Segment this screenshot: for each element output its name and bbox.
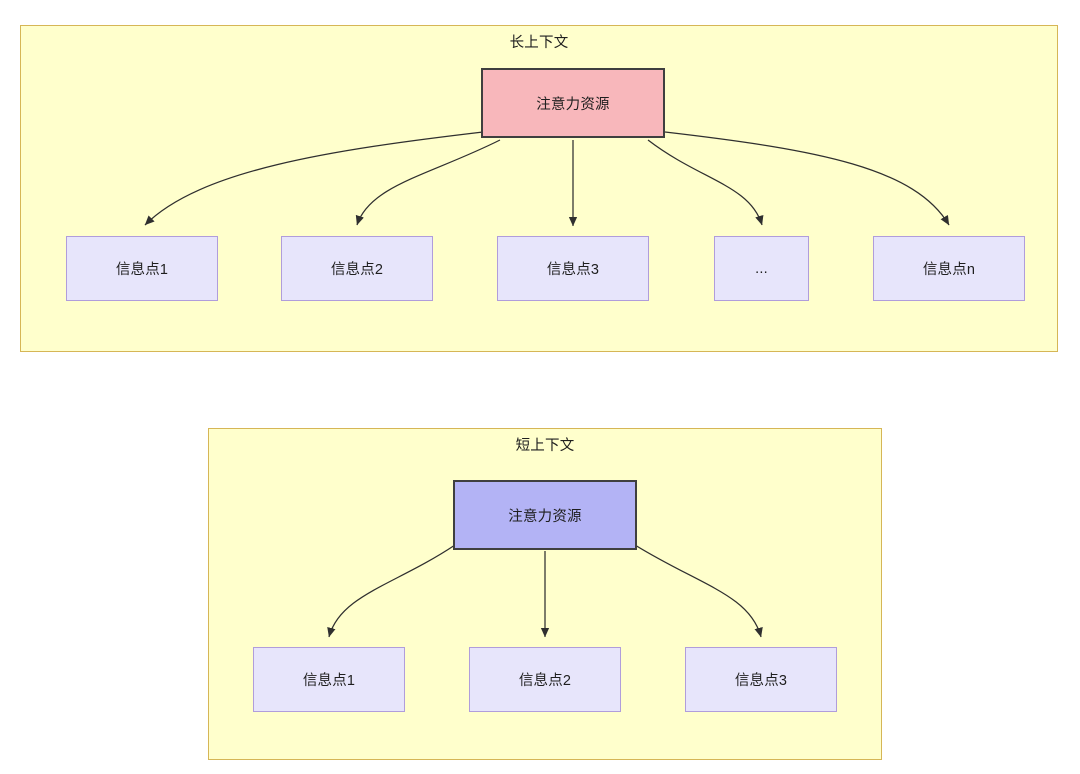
node-attention-resource-short[interactable]: 注意力资源 [453, 480, 637, 550]
node-label: ... [755, 260, 768, 277]
node-info-point-n-long[interactable]: 信息点n [873, 236, 1025, 301]
node-label: 注意力资源 [536, 96, 610, 113]
node-label: 信息点1 [302, 673, 356, 689]
node-label: 信息点1 [115, 262, 169, 278]
node-info-point-2-long[interactable]: 信息点2 [281, 236, 433, 301]
node-info-point-ellipsis-long[interactable]: ... [714, 236, 809, 301]
node-info-point-3-short[interactable]: 信息点3 [685, 647, 837, 712]
node-info-point-1-short[interactable]: 信息点1 [253, 647, 405, 712]
node-label: 信息点2 [518, 673, 572, 689]
node-attention-resource-long[interactable]: 注意力资源 [481, 68, 665, 138]
node-info-point-1-long[interactable]: 信息点1 [66, 236, 218, 301]
node-label: 注意力资源 [508, 508, 582, 525]
node-label: 信息点3 [546, 262, 600, 278]
node-info-point-2-short[interactable]: 信息点2 [469, 647, 621, 712]
node-info-point-3-long[interactable]: 信息点3 [497, 236, 649, 301]
group-long-context-title: 长上下文 [509, 35, 569, 51]
node-label: 信息点n [922, 262, 976, 278]
node-label: 信息点3 [734, 673, 788, 689]
group-short-context-title: 短上下文 [515, 438, 575, 454]
node-label: 信息点2 [330, 262, 384, 278]
